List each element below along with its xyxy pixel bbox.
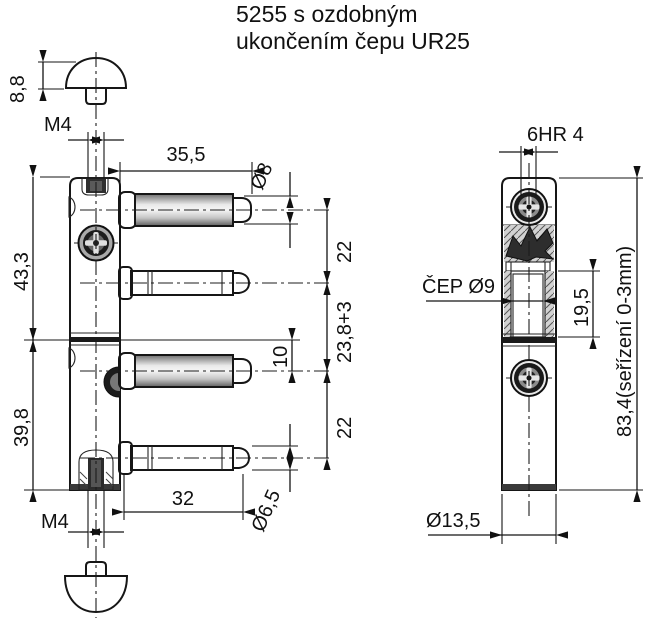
dimensions-left: 8,8 M4 35,5 Ø8 43,3 39,8 [7, 50, 356, 548]
left-view: 8,8 M4 35,5 Ø8 43,3 39,8 [7, 50, 356, 618]
split-line [70, 337, 120, 342]
top-recess [81, 177, 109, 196]
dim-total-height: 83,4(seřízení 0-3mm) [614, 246, 636, 437]
dim-body-diameter: Ø13,5 [426, 510, 480, 532]
dim-spacing-top: 22 [334, 241, 356, 263]
dim-hex-socket: 6HR 4 [527, 124, 584, 146]
dim-thread-bottom: M4 [41, 511, 69, 533]
pin-chamber [510, 270, 546, 338]
title-line-2: ukončením čepu UR25 [236, 28, 470, 54]
bracket-hatch [79, 471, 114, 487]
cap-nub-bottom [85, 561, 107, 577]
screw-tip-top [232, 197, 252, 223]
hinge-pin-section [512, 273, 544, 338]
centerlines-left [80, 52, 333, 618]
title-line-1: 5255 s ozdobným [236, 1, 418, 27]
dim-screw-length: 35,5 [167, 144, 206, 166]
body-notch-lower [68, 347, 76, 369]
cutaway-hatch-right [545, 271, 554, 337]
dim-pin-label: ČEP Ø9 [422, 275, 495, 298]
cap-nub-top [85, 87, 107, 105]
dim-pin-length: 32 [172, 488, 194, 510]
dim-spacing-split: 10 [270, 346, 292, 368]
dim-upper-body-height: 43,3 [11, 252, 33, 291]
dim-screw-diameter: Ø8 [246, 160, 277, 193]
dim-spacing-bottom: 22 [334, 417, 356, 439]
dim-thread-top: M4 [44, 114, 72, 136]
dim-spacing-adjust: 23,8+3 [334, 301, 356, 363]
cutaway-hatch-left [504, 271, 511, 337]
dim-pin-diameter: Ø6,5 [247, 486, 285, 535]
dimensions-right: 6HR 4 ČEP Ø9 19,5 83,4(seřízení 0-3mm) Ø… [422, 124, 643, 544]
pin-chamber-flange [505, 261, 551, 272]
body-notch-upper [68, 196, 76, 218]
right-view: 6HR 4 ČEP Ø9 19,5 83,4(seřízení 0-3mm) Ø… [422, 124, 643, 544]
dim-pin-height: 19,5 [571, 288, 593, 327]
dim-lower-body-height: 39,8 [11, 408, 33, 447]
body-outline-right [501, 177, 557, 491]
dim-cap-height: 8,8 [7, 75, 29, 103]
screw-tip-bottom [232, 358, 252, 384]
hinge-body-left-view [68, 177, 121, 491]
